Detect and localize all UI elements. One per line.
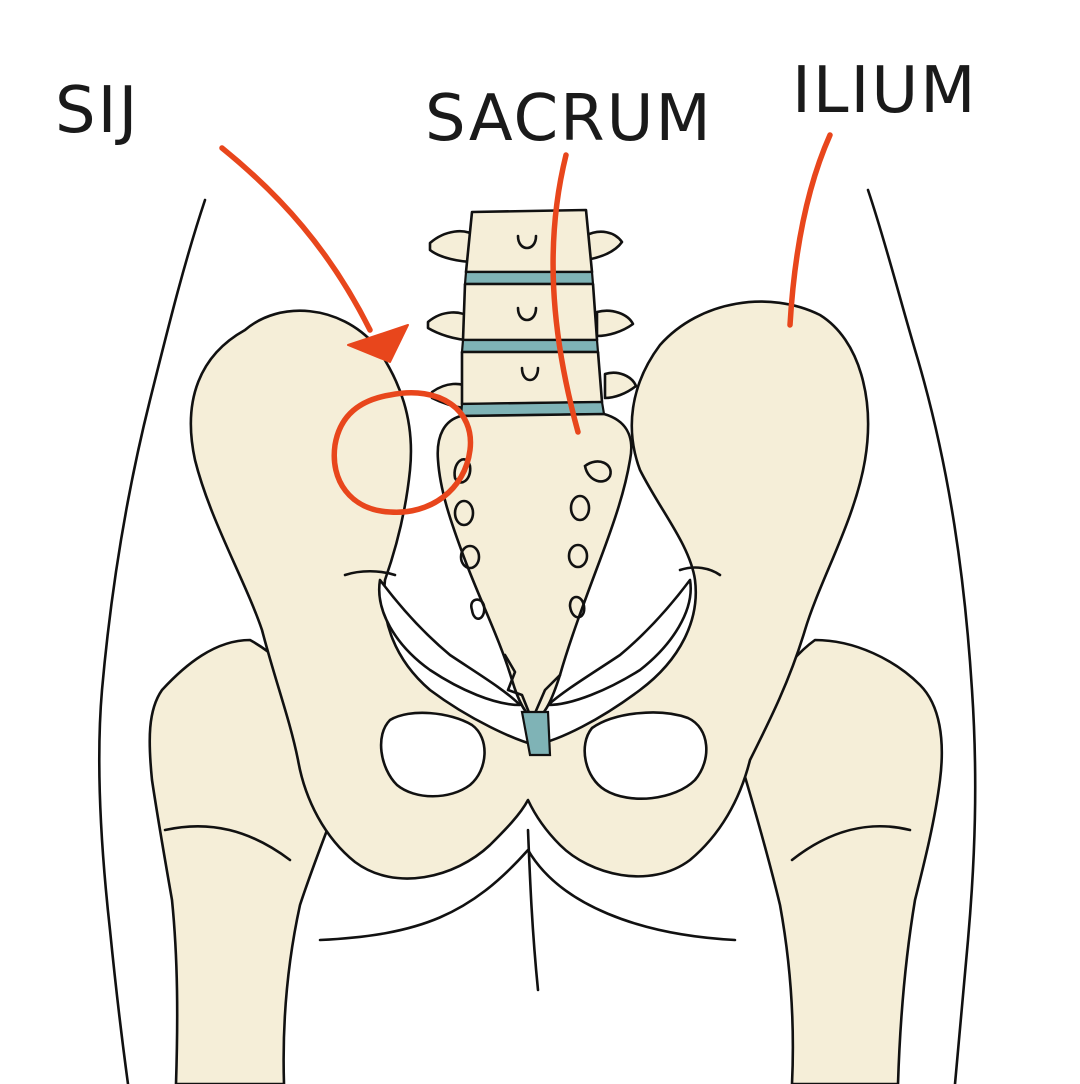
sacrum-pointer-line [550,152,581,435]
pelvic-bones [189,300,870,880]
sacrum-label: SACRUM [425,82,713,156]
sij-arrow [219,145,373,333]
sij-marker [219,145,474,515]
sij-label: SIJ [55,74,139,148]
sij-arrowhead [347,324,409,363]
sacrum [436,412,633,757]
sij-circle [331,390,474,515]
ilium-label: ILIUM [792,54,977,128]
lumbar-spine [426,208,638,418]
body-outline [97,188,977,1084]
ilium-pointer-line [787,132,833,328]
